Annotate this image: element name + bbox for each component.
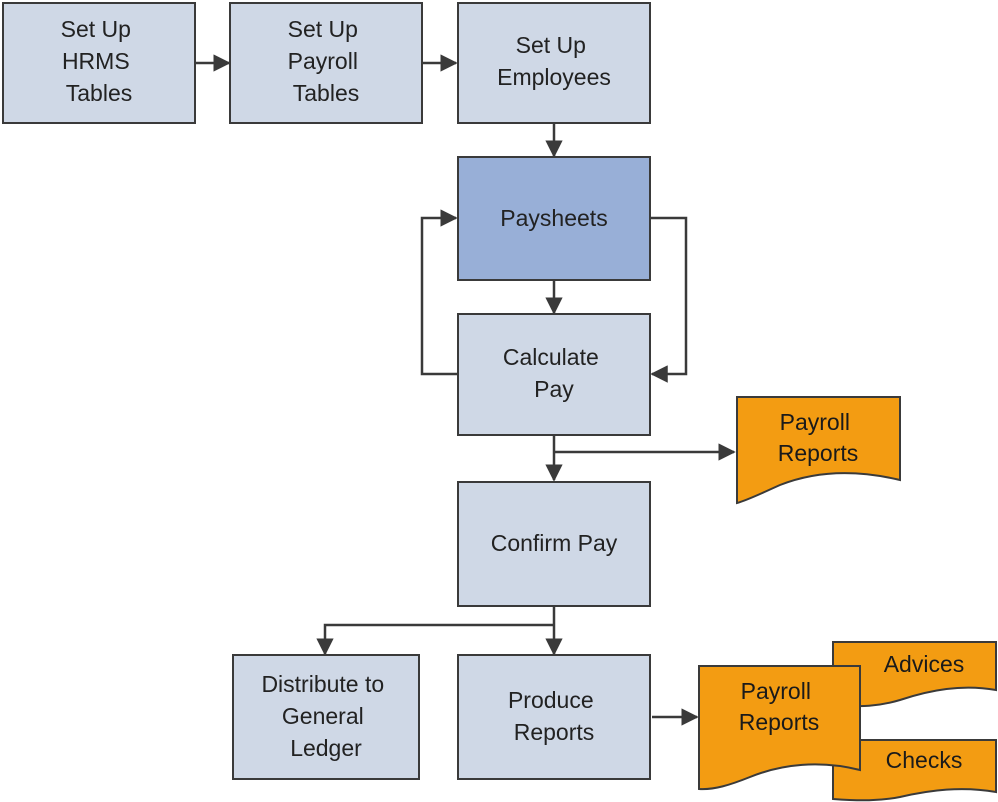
label-line: Payroll [780,409,850,435]
svg-text:Distribute to General: Distribute to General Ledger [261,671,390,761]
label-line: Produce [508,687,594,713]
label-line: Payroll [288,48,358,74]
step-setup-payroll-tables: Set Up Payroll Tables [229,2,423,124]
label-line: General [282,703,364,729]
box [229,2,423,124]
box [457,313,651,436]
svg-text:Calculate Pay: Calculate Pay [503,344,605,402]
step-setup-hrms-tables: Set Up HRMS Tables [2,2,196,124]
label-line: Paysheets [500,205,607,231]
step-calculate-pay: Calculate Pay [457,313,651,436]
svg-text:Confirm Pay: Confirm Pay [491,530,618,556]
label-line: Employees [497,64,611,90]
label-line: HRMS [62,48,130,74]
label-line: Pay [534,376,574,402]
box [2,2,196,124]
label-line: Tables [66,80,132,106]
connectors [195,54,736,726]
box [232,654,420,780]
label-line: Calculate [503,344,599,370]
label-line: Set Up [288,16,358,42]
label-line: Payroll [741,678,811,704]
label-line: Set Up [516,32,586,58]
label-line: Ledger [290,735,362,761]
svg-text:Paysheets: Paysheets [500,205,607,231]
document-payroll-reports-bottom: Payroll Reports [698,665,861,791]
label-line: Advices [884,651,965,677]
svg-text:Payroll Reports: Payroll Reports [778,409,859,466]
svg-text:Set Up Employees: Set Up Employees [497,32,611,90]
step-setup-employees: Set Up Employees [457,2,651,124]
label-line: Distribute to [261,671,384,697]
step-paysheets: Paysheets [457,156,651,281]
label-line: Tables [293,80,359,106]
loop-paysheets-to-calculate [650,216,688,383]
document-payroll-reports-top: Payroll Reports [736,396,901,505]
document-shape [736,396,901,505]
step-distribute-to-general-ledger: Distribute to General Ledger [232,654,420,780]
label-line: Reports [778,440,859,466]
label-line: Reports [739,709,820,735]
svg-text:Set Up HRMS Tables: Set Up HRMS Tables [61,16,138,106]
svg-text:Payroll Reports: Payroll Reports [739,678,820,735]
box [457,481,651,607]
svg-text:Set Up Payroll Tab: Set Up Payroll Tables [288,16,365,106]
loop-calculate-to-paysheets [420,209,458,376]
document-shape [698,665,861,791]
label-line: Checks [886,747,963,773]
arrow-confirm-to-distribute [316,623,554,656]
svg-text:Advices: Advices [884,651,965,677]
step-produce-reports: Produce Reports [457,654,651,780]
label-line: Confirm Pay [491,530,618,556]
svg-text:Produce Reports: Produce Reports [508,687,600,745]
step-confirm-pay: Confirm Pay [457,481,651,607]
document-checks: Checks [832,739,997,802]
label-line: Set Up [61,16,131,42]
document-shape [832,739,997,802]
svg-text:Checks: Checks [886,747,963,773]
box [457,2,651,124]
label-line: Reports [514,719,595,745]
box [457,654,651,780]
box [457,156,651,281]
